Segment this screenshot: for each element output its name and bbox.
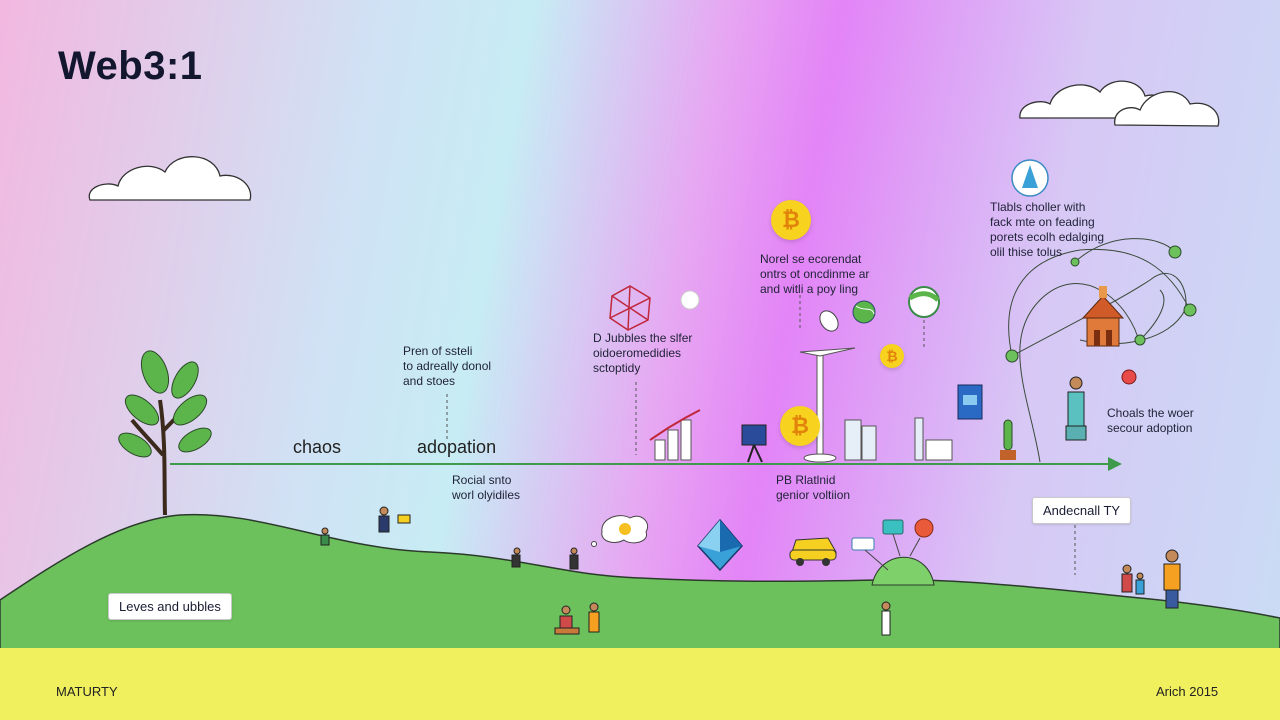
annotation-middle: D Jubbles the slfer oidoeromedidies scto… [593,331,693,375]
polyhedron-icon [609,285,651,331]
pin-icon [1121,369,1137,385]
stage-adoption: adopation [417,437,497,457]
cloud-icon [1019,80,1220,127]
tree-icon [118,350,212,516]
annotation-left: Pren of ssteli to adreally donol and sto… [403,344,492,388]
annotation-left-below: Rocial snto worl olyidiles [452,473,521,502]
ball-icon [908,286,940,318]
stage-chaos: chaos [293,437,342,457]
bird-icon [819,310,839,332]
ethereum-icon [1011,159,1049,197]
camera-icon [741,424,767,463]
sign-icons [851,518,934,571]
card-icon [957,384,983,420]
cloud-icon [88,156,252,201]
footer-right: Arich 2015 [1156,684,1219,699]
bitcoin-coin-icon: ₿ [771,200,811,240]
city-buildings-icon [844,417,953,461]
thought-bubble-icon [591,515,648,547]
chart-icon [649,409,701,461]
network-graph-icon [1008,238,1191,463]
small-mound [871,556,935,586]
timeline-arrow [170,457,1122,471]
globe-icon [852,300,876,324]
annotation-middle-below: PB Rlatlnid genior voltiion [776,473,851,502]
yellow-ground [0,648,1280,720]
bitcoin-coin-icon: ₿ [780,406,820,446]
car-icon [789,537,837,566]
label-right-box: Andecnall TY [1032,497,1132,524]
label-leaves: Leves and ubbles [108,593,232,620]
bitcoin-coin-icon: ₿ [880,344,904,368]
green-hill [0,513,1280,661]
annotation-right: Choals the woer secour adoption [1107,406,1194,435]
person-icon [320,376,1181,636]
annotation-top-right: Tlabls choller with fack mte on feading … [990,200,1105,259]
page-title: Web3:1 [58,44,203,88]
ethereum-diamond-icon [697,518,743,572]
temple-icon [1081,286,1125,347]
wind-turbine-icon [799,347,856,463]
cactus-icon [1000,419,1016,460]
footer-left: MATURTY [56,684,118,699]
annotation-coin-note: Norel se ecorendat ontrs ot oncdinme ar … [760,252,870,296]
